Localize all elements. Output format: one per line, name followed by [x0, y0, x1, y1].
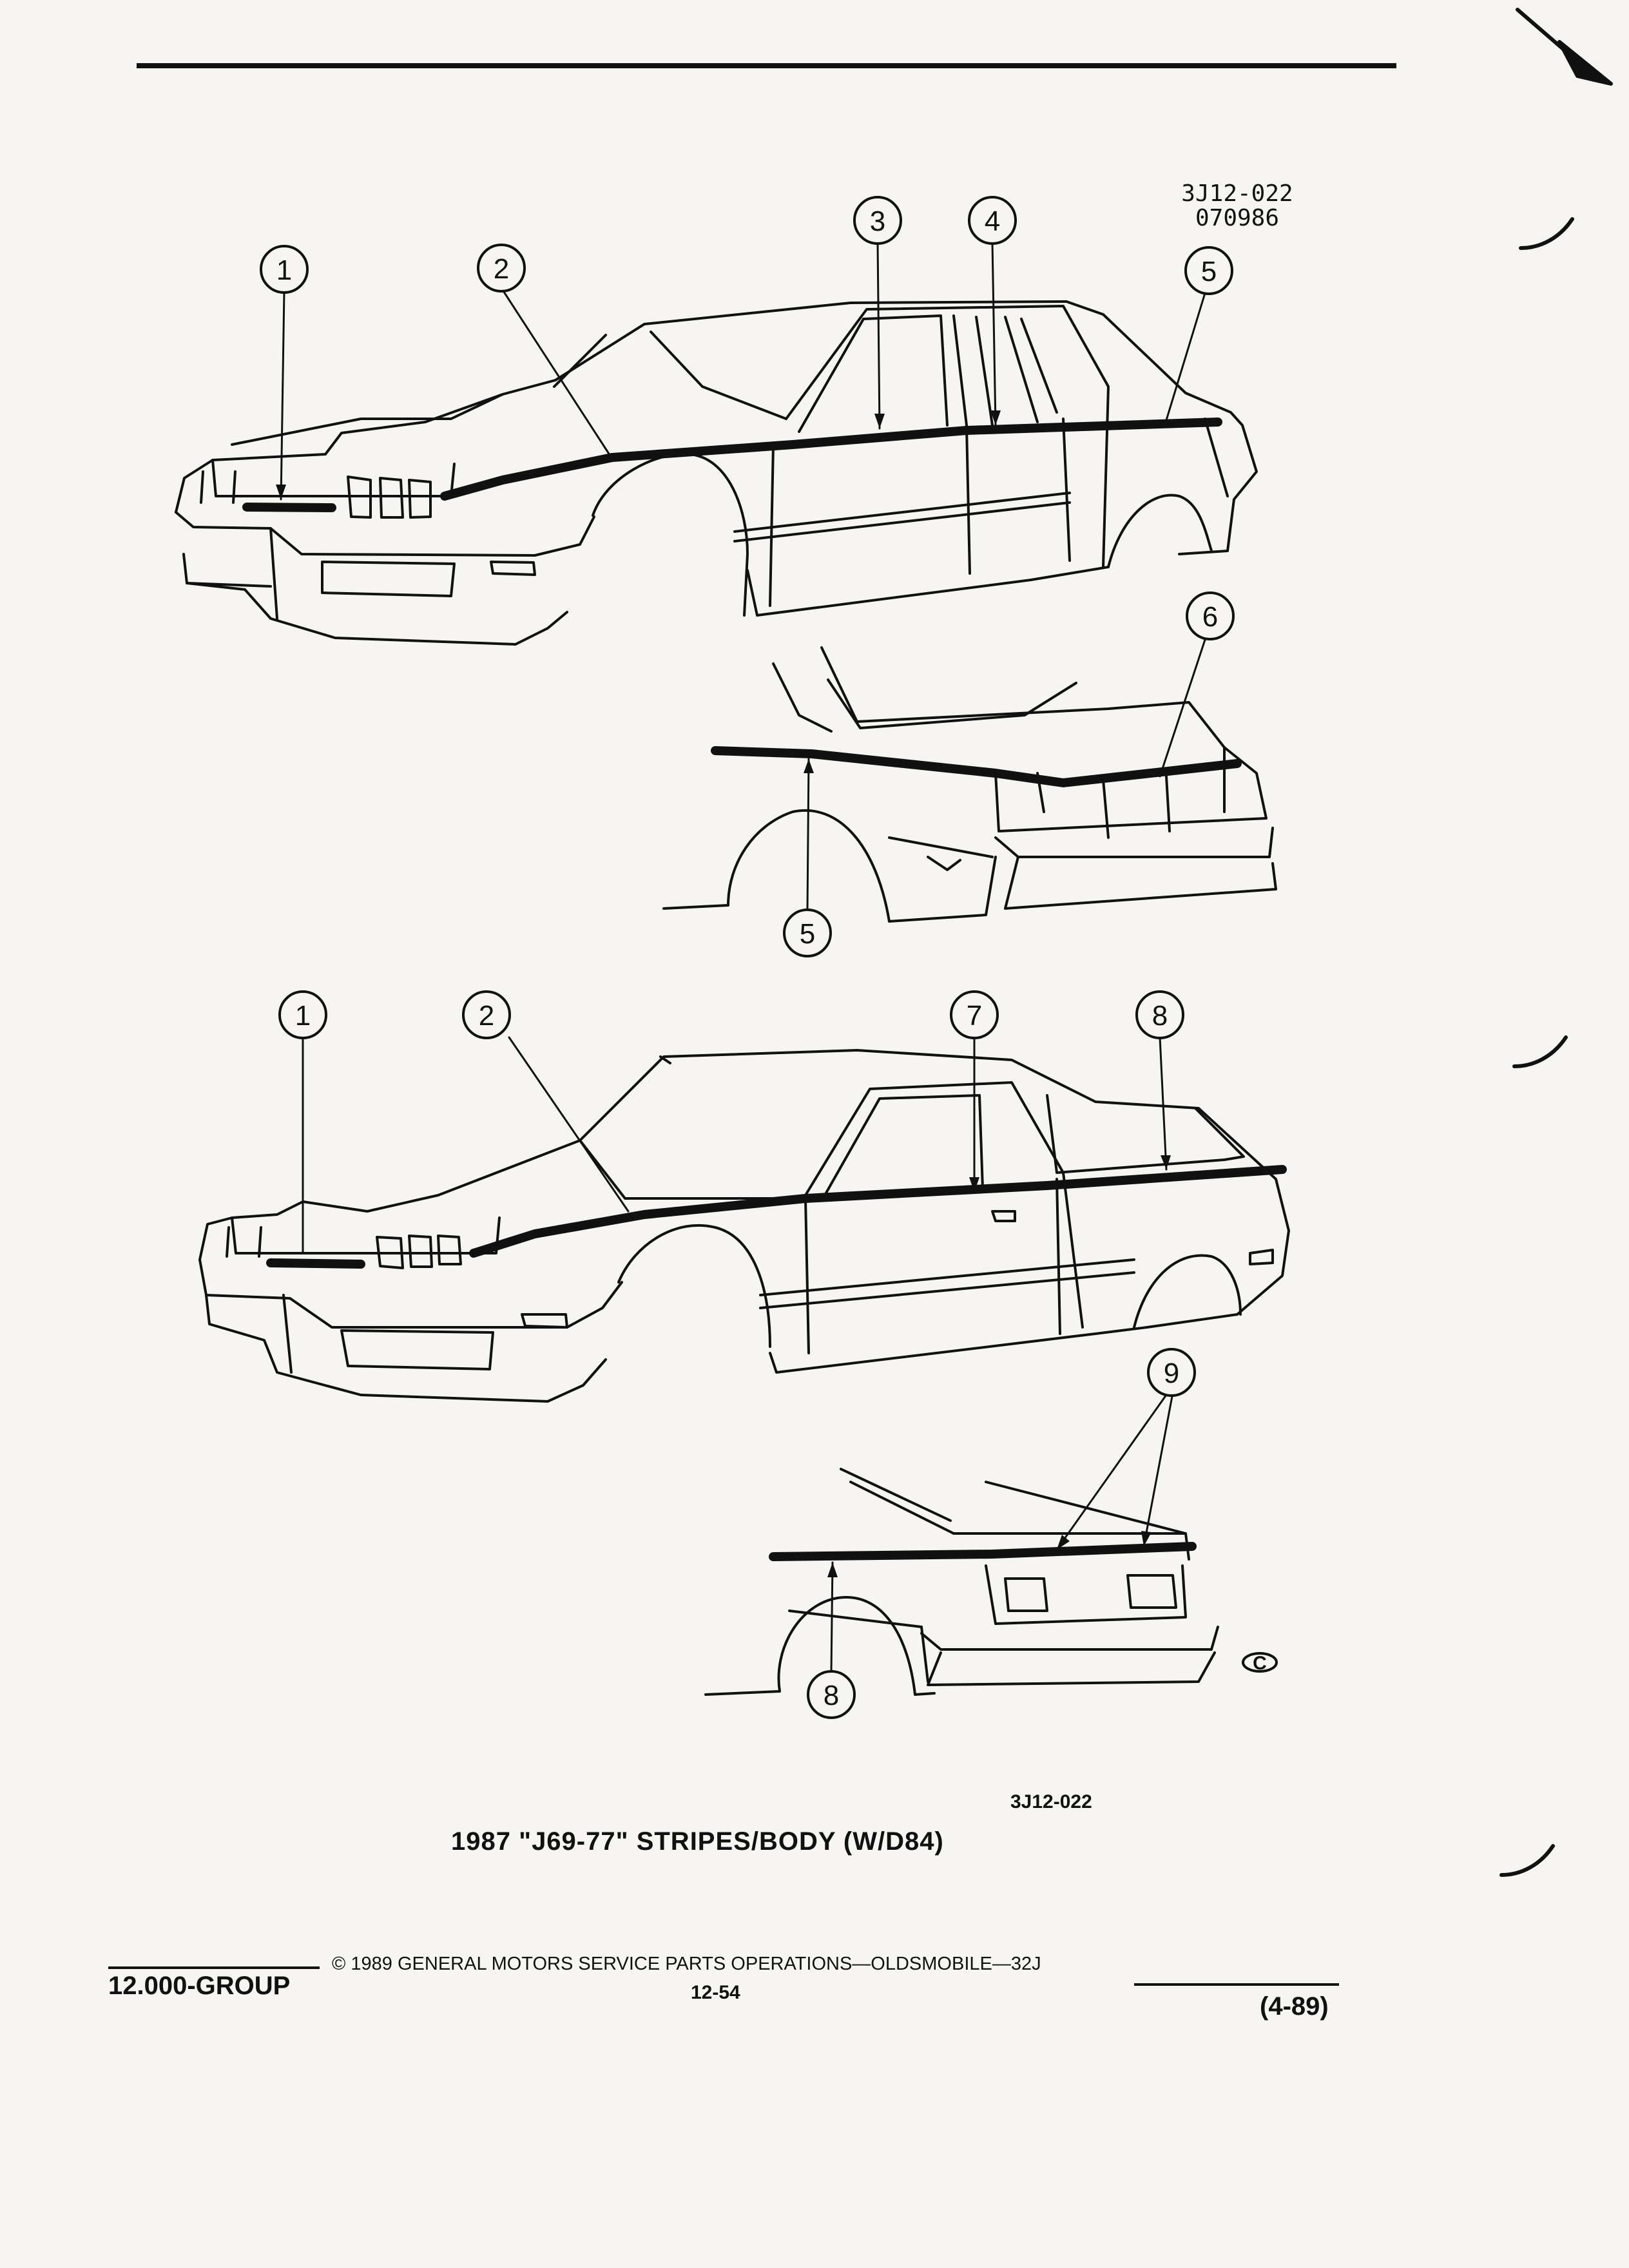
callout-1-coupe [278, 990, 327, 1039]
callout-9-coupe-rear [1147, 1348, 1196, 1397]
footer-rule-left [108, 1966, 320, 1969]
callout-1-sedan [260, 245, 309, 294]
illustration-ref-date: 070986 [1195, 205, 1280, 231]
callout-label: 5 [1201, 256, 1217, 287]
sedan-rear-view [662, 646, 1277, 923]
callout-label: 2 [494, 253, 509, 285]
footer-rule-right [1134, 1983, 1339, 1986]
coupe-stripe [266, 1165, 1287, 1269]
callout-label: 7 [967, 1000, 982, 1032]
callout-label: 3 [870, 206, 885, 237]
footer-copyright: © 1989 GENERAL MOTORS SERVICE PARTS OPER… [332, 1954, 1041, 1974]
coupe-rear-stripe [769, 1542, 1197, 1561]
callout-6-sedan-rear [1186, 591, 1235, 640]
footer-group: 12.000-GROUP [108, 1972, 291, 2000]
callout-label: 1 [276, 255, 292, 286]
leader-arrowheads [276, 410, 1171, 1577]
copyright-mark: C [1242, 1652, 1278, 1674]
scan-artifacts [1499, 8, 1613, 1877]
sedan-front-view [175, 300, 1258, 646]
callout-5-sedan-rear [783, 908, 832, 957]
sedan-stripe [242, 418, 1222, 512]
callout-label: 9 [1164, 1358, 1179, 1389]
copyright-mark-letter: C [1253, 1653, 1267, 1674]
figure-caption: 1987 "J69-77" STRIPES/BODY (W/D84) [451, 1827, 944, 1856]
coupe-rear-view [704, 1468, 1219, 1696]
callout-label: 2 [479, 1000, 494, 1032]
callout-label: 6 [1202, 601, 1218, 633]
callout-8-coupe-rear [807, 1670, 856, 1719]
illustration-ref-code: 3J12-022 [1181, 180, 1293, 207]
coupe-front-view [198, 1049, 1290, 1403]
callout-numbers: 1 2 3 4 5 6 5 1 2 7 8 9 8 [276, 206, 1218, 1711]
top-rule [137, 63, 1396, 68]
footer-page-number: 12-54 [691, 1982, 740, 2003]
callout-4-sedan [968, 196, 1017, 245]
callout-7-coupe [950, 990, 999, 1039]
callout-2-coupe [462, 990, 511, 1039]
sedan-rear-stripe [711, 746, 1242, 787]
leader-lines [280, 242, 1206, 1673]
callout-label: 1 [295, 1000, 311, 1032]
callout-2-sedan [477, 244, 526, 293]
callout-circles [260, 196, 1235, 1719]
callout-label: 4 [985, 206, 1000, 237]
callout-label: 8 [824, 1680, 839, 1711]
callout-label: 5 [800, 918, 815, 950]
callout-3-sedan [853, 196, 902, 245]
figure-code: 3J12-022 [1010, 1791, 1092, 1812]
footer-revision: (4-89) [1260, 1992, 1329, 2021]
callout-5-sedan [1184, 246, 1233, 295]
callout-8-coupe [1135, 990, 1184, 1039]
callout-label: 8 [1152, 1000, 1168, 1032]
